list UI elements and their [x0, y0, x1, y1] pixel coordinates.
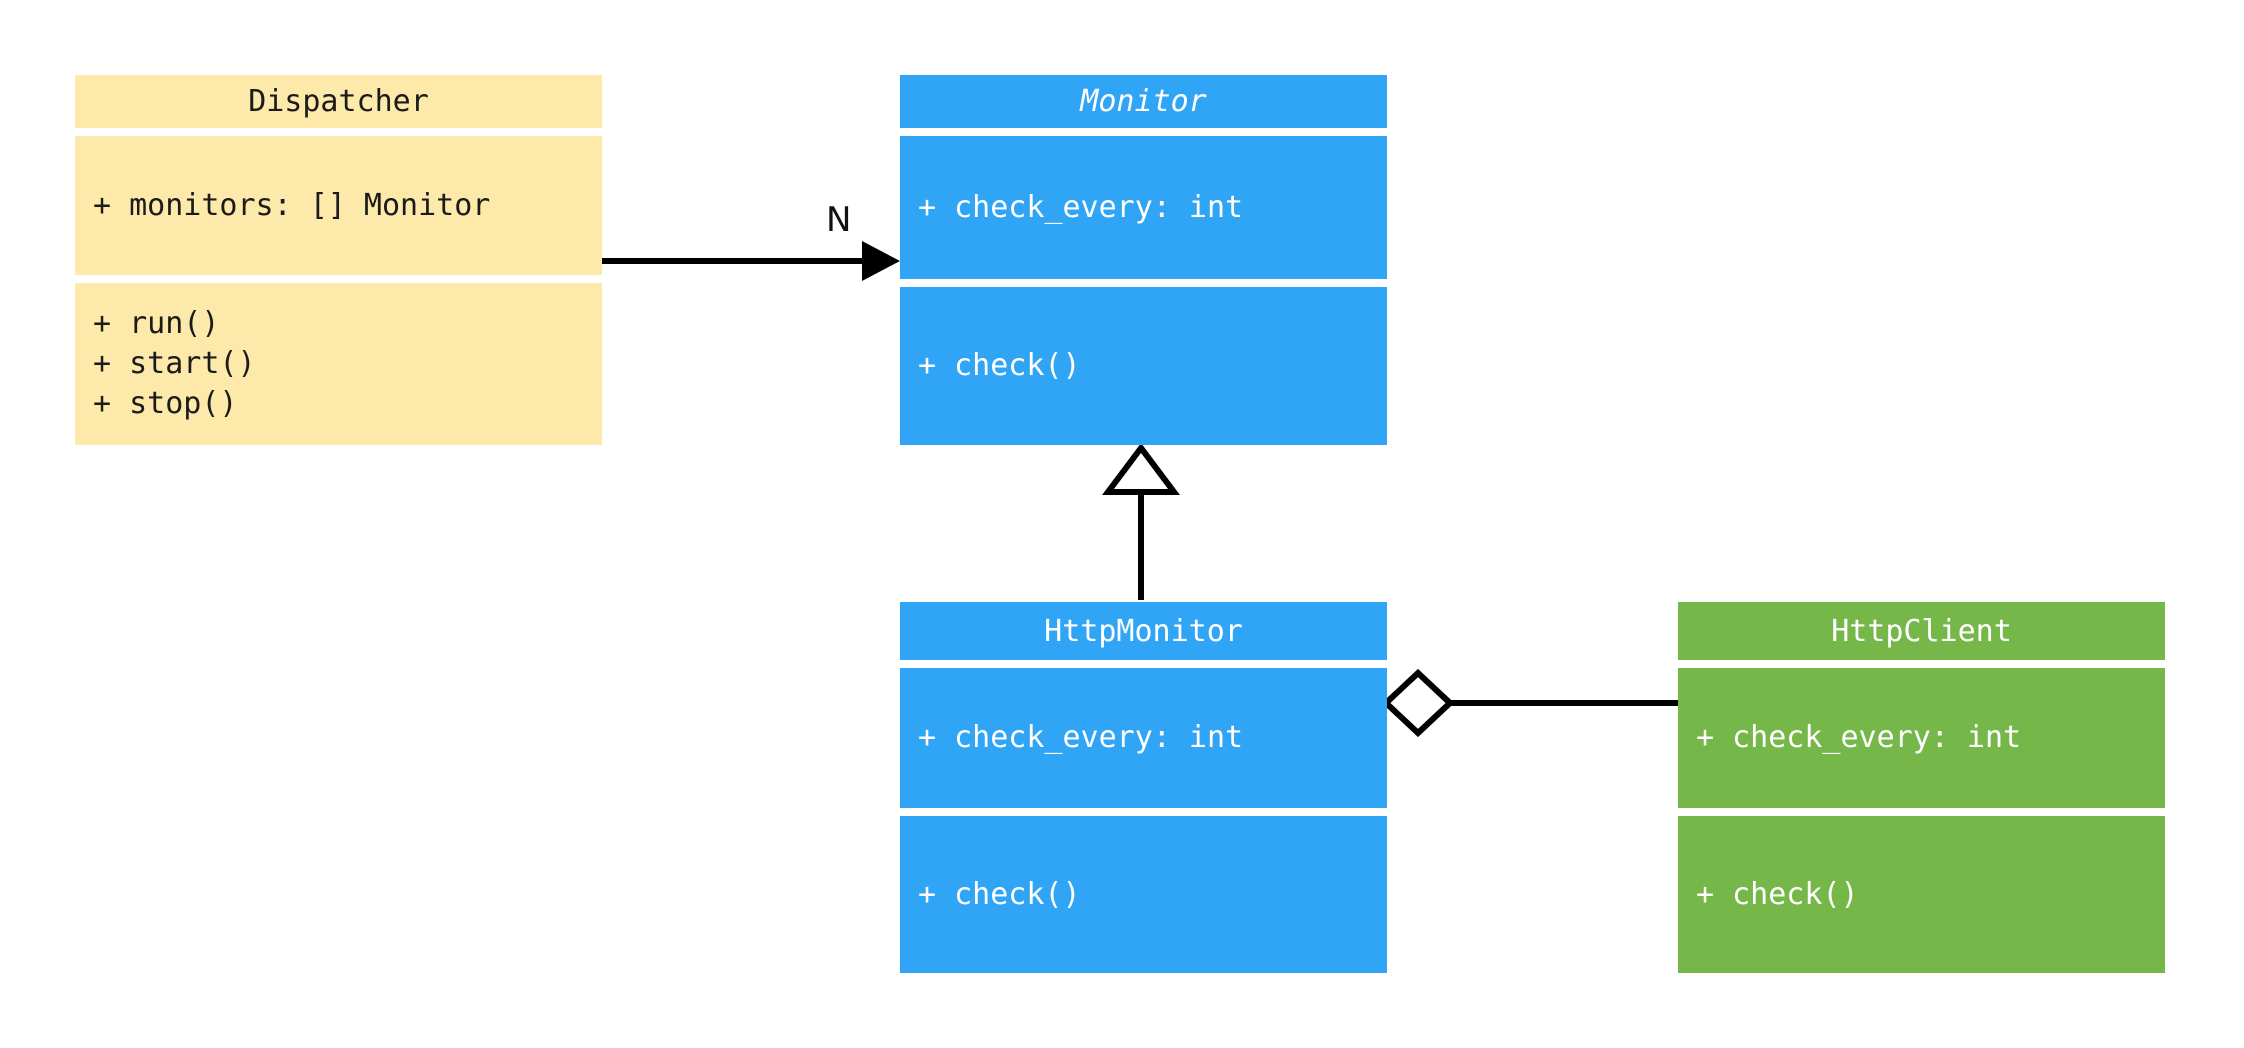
class-box-monitor[interactable]: Monitor + check_every: int + check() — [900, 75, 1387, 445]
class-name-httpclient: HttpClient — [1831, 613, 2012, 649]
method-row: + check() — [918, 876, 1081, 912]
class-title-compartment: Monitor — [900, 75, 1387, 128]
attribute-row: + check_every: int — [918, 720, 1244, 756]
compartment-divider — [1678, 660, 2165, 668]
compartment-divider — [900, 279, 1387, 287]
attribute-row: + check_every: int — [1696, 720, 2022, 756]
class-name-dispatcher: Dispatcher — [248, 84, 429, 119]
class-box-httpclient[interactable]: HttpClient + check_every: int + check() — [1678, 602, 2165, 973]
compartment-divider — [75, 275, 602, 283]
edge-httpmonitor-to-monitor — [1102, 443, 1180, 600]
class-title-compartment: HttpMonitor — [900, 602, 1387, 660]
class-attributes-compartment: + monitors: [] Monitor — [75, 136, 602, 275]
compartment-divider — [900, 660, 1387, 668]
class-title-compartment: HttpClient — [1678, 602, 2165, 660]
multiplicity-label-n: N — [826, 200, 852, 240]
compartment-divider — [75, 128, 602, 136]
class-box-httpmonitor[interactable]: HttpMonitor + check_every: int + check() — [900, 602, 1387, 973]
class-methods-compartment: + check() — [900, 816, 1387, 973]
hollow-diamond-arrowhead — [1381, 668, 1455, 738]
class-methods-compartment: + check() — [900, 287, 1387, 445]
class-title-compartment: Dispatcher — [75, 75, 602, 128]
method-row: + start() — [93, 346, 256, 382]
attribute-row: + check_every: int — [918, 189, 1244, 225]
class-name-monitor: Monitor — [1080, 84, 1207, 119]
method-row: + check() — [1696, 876, 1859, 912]
method-row: + stop() — [93, 385, 238, 421]
compartment-divider — [900, 808, 1387, 816]
method-row: + check() — [918, 348, 1081, 384]
attribute-row: + monitors: [] Monitor — [93, 187, 491, 223]
compartment-divider — [1678, 808, 2165, 816]
class-attributes-compartment: + check_every: int — [1678, 668, 2165, 808]
class-attributes-compartment: + check_every: int — [900, 668, 1387, 808]
class-attributes-compartment: + check_every: int — [900, 136, 1387, 279]
class-methods-compartment: + check() — [1678, 816, 2165, 973]
edge-httpmonitor-to-httpclient — [1381, 668, 1678, 738]
filled-arrowhead — [862, 241, 900, 281]
hollow-triangle-arrowhead — [1102, 443, 1180, 495]
class-name-httpmonitor: HttpMonitor — [1044, 613, 1243, 649]
class-box-dispatcher[interactable]: Dispatcher + monitors: [] Monitor + run(… — [75, 75, 602, 445]
class-methods-compartment: + run() + start() + stop() — [75, 283, 602, 445]
method-row: + run() — [93, 306, 220, 342]
edge-dispatcher-to-monitor — [602, 241, 900, 281]
compartment-divider — [900, 128, 1387, 136]
